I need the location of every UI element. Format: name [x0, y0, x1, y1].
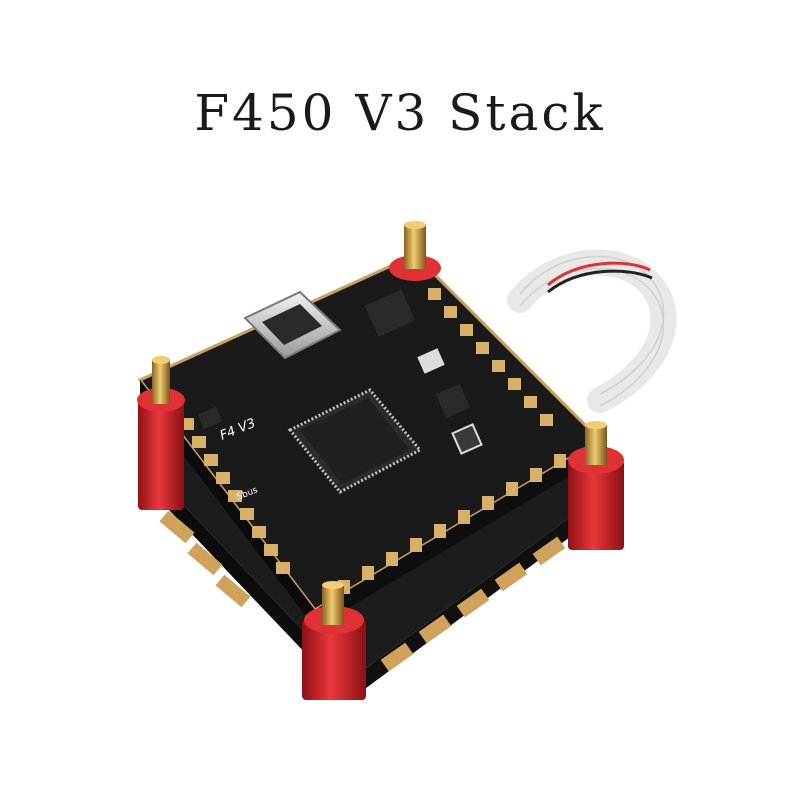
ribbon-cable: [507, 249, 677, 413]
flight-controller-board: F4 V3 Sbus: [137, 253, 603, 628]
standoff-right: [568, 421, 624, 550]
small-chip: [435, 383, 471, 419]
product-title: F450 V3 Stack: [194, 84, 606, 142]
small-chip: [364, 289, 416, 337]
small-chip: [451, 423, 483, 455]
small-chip: [417, 348, 445, 374]
small-chip: [197, 406, 223, 430]
standoff-front: [302, 581, 366, 700]
standoff-back: [389, 221, 441, 281]
standoff-front-left: [137, 356, 185, 510]
mcu-chip: [287, 388, 423, 494]
usb-c-port: [243, 290, 342, 360]
